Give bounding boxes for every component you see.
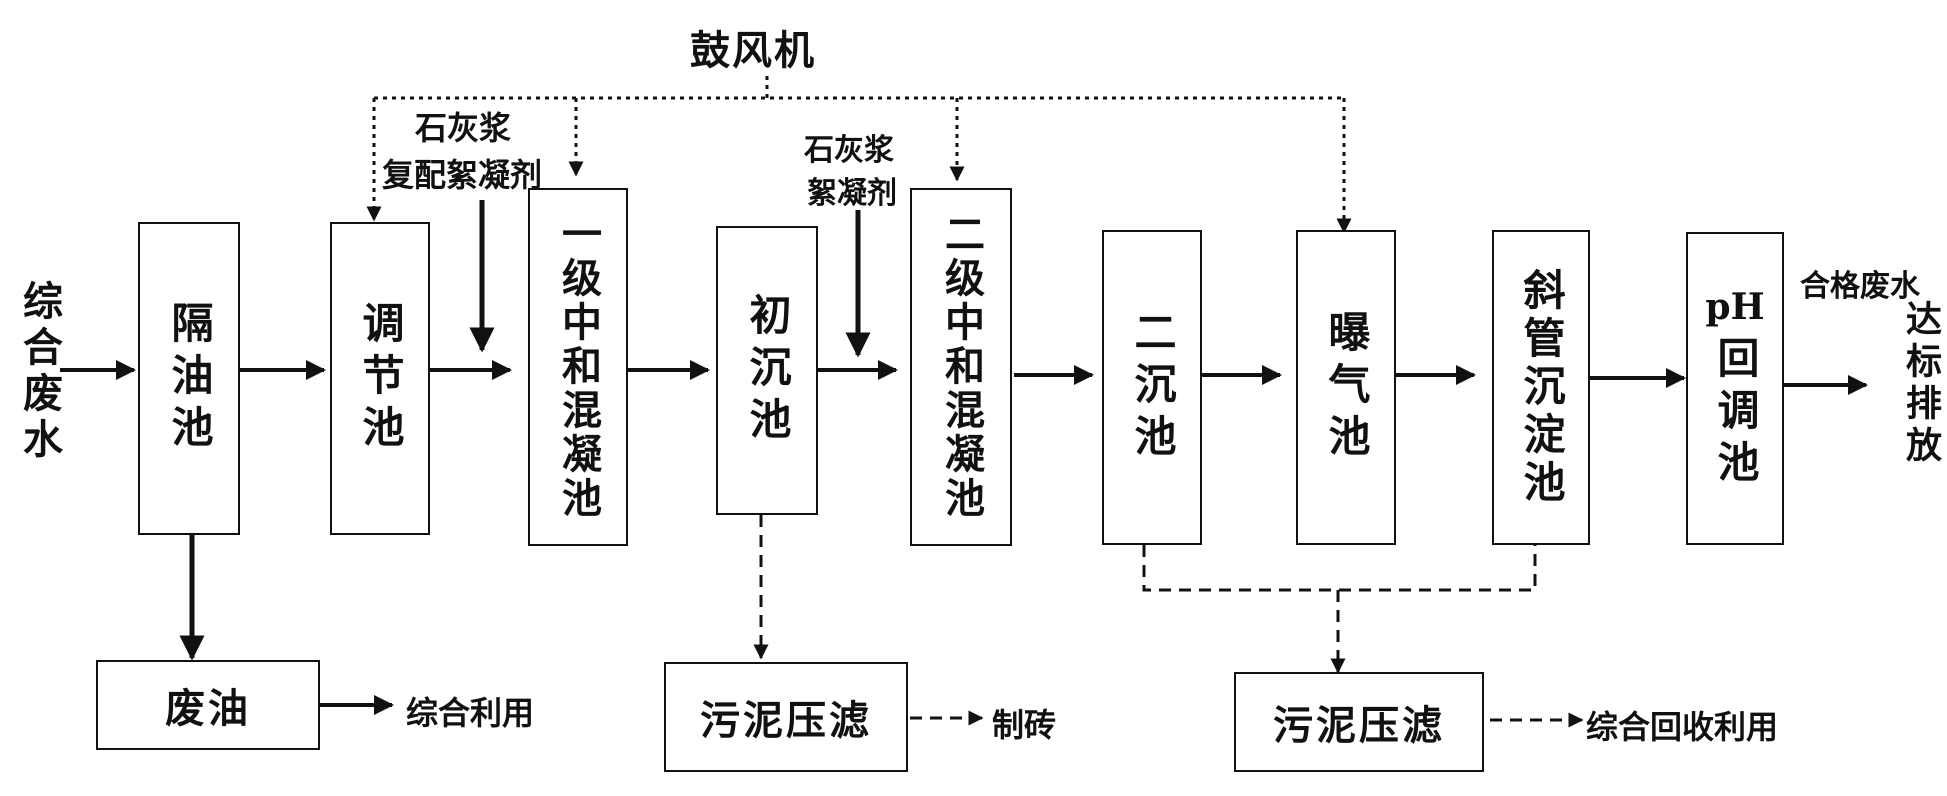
- main-flow-arrows: [60, 200, 1868, 715]
- sludge-press-1-label: 污泥压滤: [700, 698, 872, 744]
- tank-label: 一级中和混凝池: [555, 213, 601, 521]
- tank-label-prefix: pH: [1705, 285, 1765, 328]
- dosing-2-line2: 絮凝剂: [807, 176, 897, 211]
- sludge-press-2-label: 污泥压滤: [1273, 703, 1445, 749]
- input-label: 综合废水: [16, 280, 62, 464]
- tank-ph-adjust: pH 回调池: [1686, 232, 1784, 545]
- dosing-1-line2: 复配絮凝剂: [382, 156, 543, 194]
- tank-aeration: 曝气池: [1296, 230, 1396, 545]
- qualified-label: 合格废水: [1800, 268, 1920, 306]
- tank-primary-settling: 初沉池: [716, 226, 818, 515]
- tank-inclined-settling: 斜管沉淀池: [1492, 230, 1590, 545]
- tank-equalization: 调节池: [330, 222, 430, 535]
- tank-label: 隔油池: [165, 300, 214, 457]
- tank-oil-separator: 隔油池: [138, 222, 240, 535]
- waste-oil-box: 废油: [96, 660, 320, 750]
- tank-label: 二沉池: [1128, 309, 1177, 466]
- qualified-text: 合格废水: [1800, 269, 1920, 304]
- sludge-press-box-2: 污泥压滤: [1234, 672, 1484, 772]
- tank-label: 初沉池: [743, 292, 792, 449]
- dosing-2-line1: 石灰浆: [804, 133, 894, 168]
- tank-primary-neutralization: 一级中和混凝池: [528, 188, 628, 546]
- tank-label: 斜管沉淀池: [1517, 267, 1566, 508]
- tank-secondary-neutralization: 二级中和混凝池: [910, 188, 1012, 546]
- sludge-press-box-1: 污泥压滤: [664, 662, 908, 772]
- sludge-lines: [753, 515, 1584, 728]
- tank-label: 曝气池: [1322, 309, 1371, 466]
- output-label: 达标排放: [1900, 300, 1941, 468]
- tank-secondary-settling: 二沉池: [1102, 230, 1202, 545]
- tank-label: 回调池: [1711, 335, 1760, 492]
- recycle-label: 综合回收利用: [1586, 708, 1779, 746]
- tank-label: 二级中和混凝池: [938, 213, 984, 521]
- waste-oil-label: 废油: [165, 686, 251, 732]
- blower-air-lines: [366, 76, 1352, 234]
- brick-label: 制砖: [992, 706, 1057, 744]
- tank-label: 调节池: [356, 300, 405, 457]
- dosing-1-line1: 石灰浆: [415, 109, 512, 147]
- waste-oil-use-label: 综合利用: [406, 694, 535, 732]
- blower-label: 鼓风机: [690, 28, 816, 74]
